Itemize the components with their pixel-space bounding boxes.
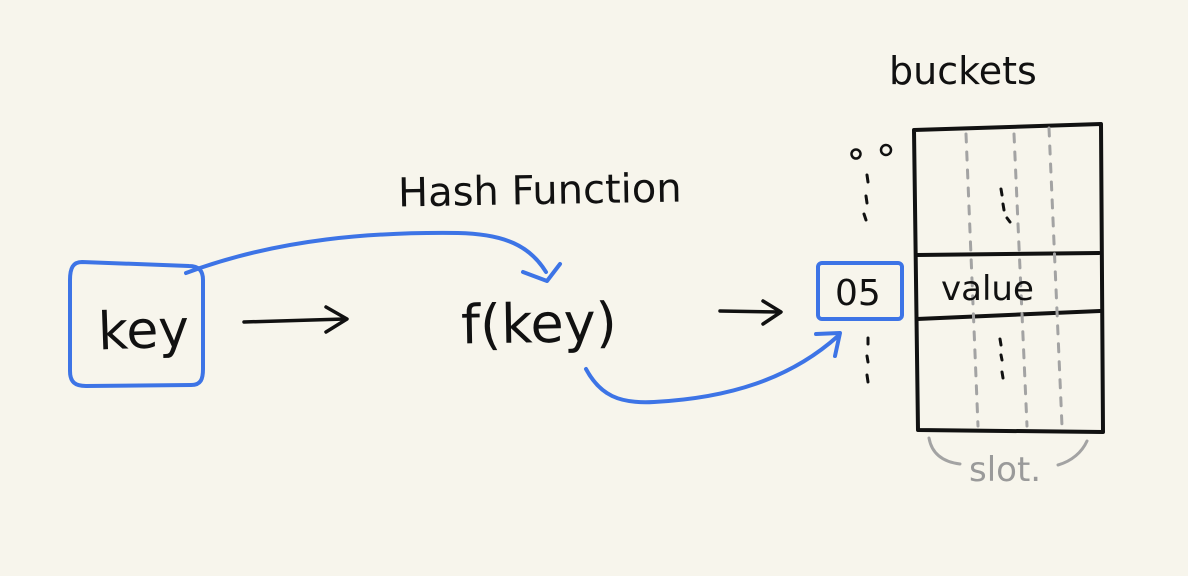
slot-divider-2 <box>1012 132 1029 428</box>
slot-brace <box>927 436 962 466</box>
bucket-lower-ellipsis <box>998 337 1005 380</box>
arrow-function-to-index-head <box>761 299 783 326</box>
bucket-value-label: value <box>941 269 1034 309</box>
bucket-upper-ellipsis <box>999 187 1012 224</box>
key-box <box>68 260 205 388</box>
curved-arrow-function-to-index <box>584 334 840 405</box>
curved-arrow-key-to-function <box>184 230 548 275</box>
bucket-index-ellipsis-top <box>850 143 893 222</box>
bucket-index-label: 05 <box>835 273 881 314</box>
arrow-function-to-index <box>718 309 782 314</box>
curved-arrow-key-to-function-head <box>521 262 562 283</box>
hash-function-label: Hash Function <box>398 166 682 217</box>
bucket-row-separator-bottom <box>915 309 1102 321</box>
curved-arrow-function-to-index-head <box>814 331 842 358</box>
slot-divider-1 <box>964 132 980 428</box>
buckets-label: buckets <box>889 49 1037 93</box>
arrow-key-to-function-head <box>324 305 349 334</box>
slot-label: slot. <box>969 450 1041 490</box>
bucket-row-separator-top <box>915 251 1101 257</box>
function-call-label: f(key) <box>461 291 618 357</box>
key-label: key <box>97 299 190 362</box>
bucket-index-ellipsis-bottom <box>865 336 870 384</box>
bucket-index-box <box>816 261 904 321</box>
bucket-table <box>912 122 1105 434</box>
arrow-key-to-function <box>242 317 347 324</box>
slot-divider-3 <box>1047 126 1064 428</box>
slot-brace-right <box>1056 439 1089 467</box>
